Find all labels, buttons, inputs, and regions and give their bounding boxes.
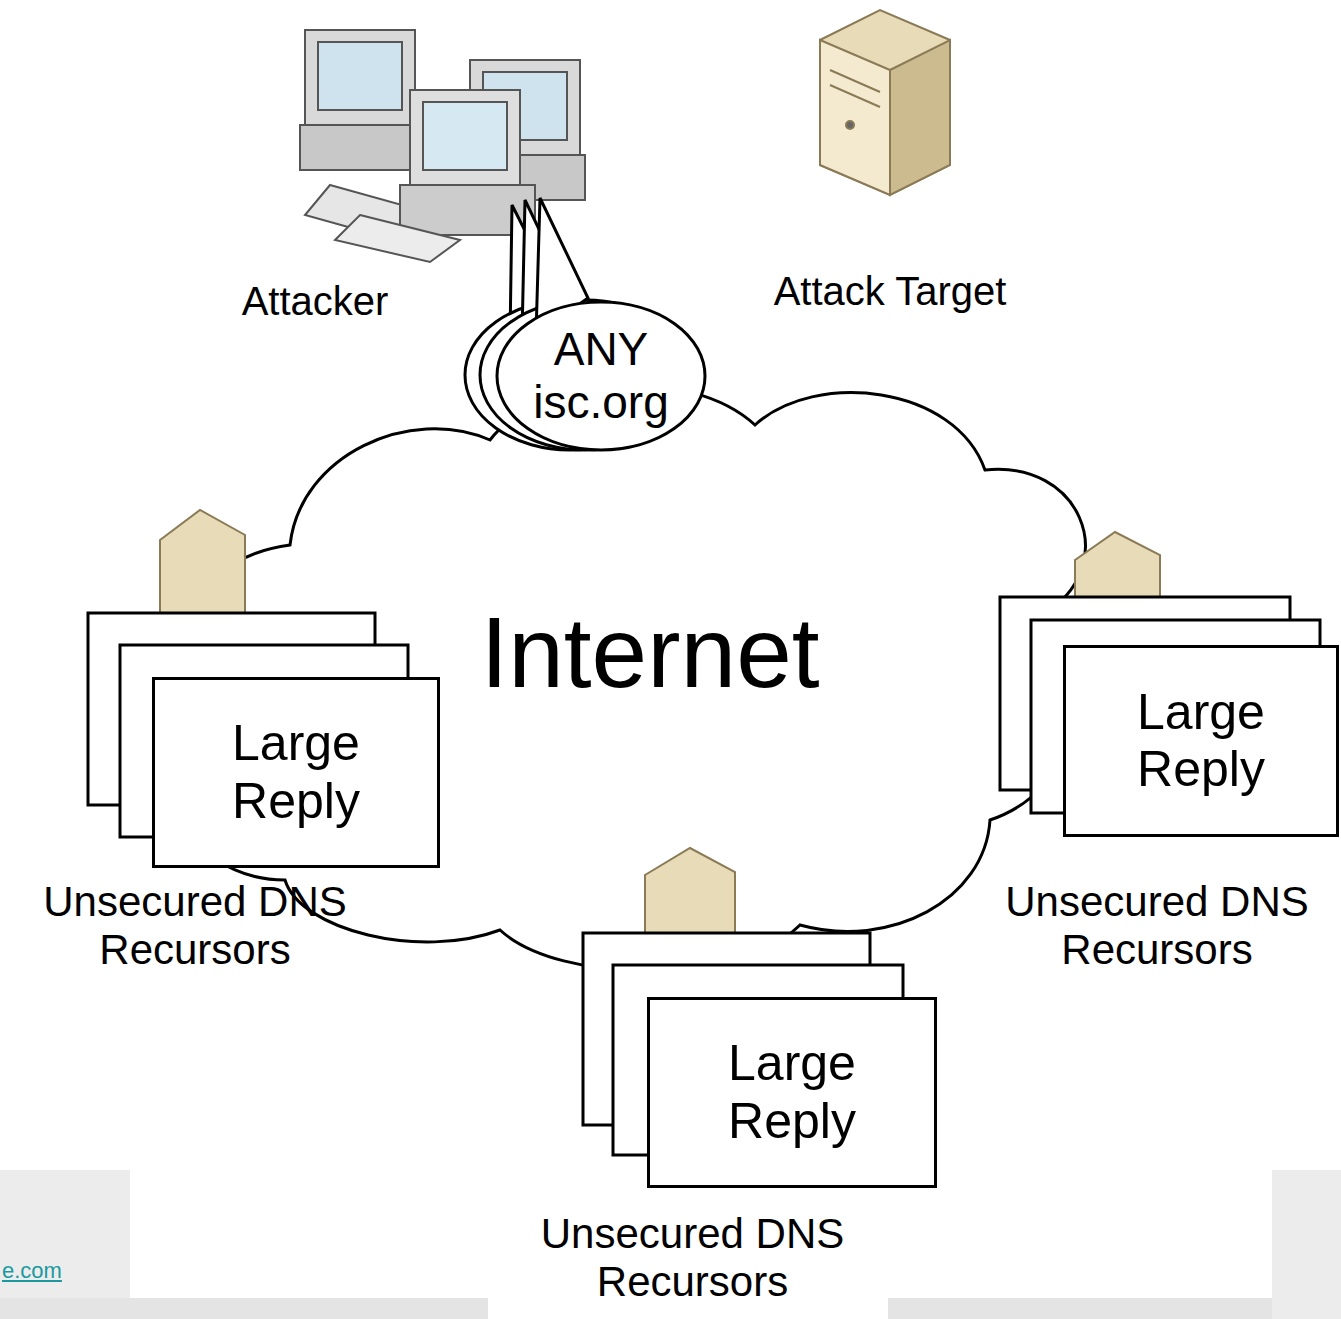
node-caption: Unsecured DNS Recursors [978, 878, 1336, 975]
node-text: Large Reply [167, 715, 425, 830]
node-caption: Attacker [200, 278, 430, 324]
cloud-label: Internet [420, 595, 880, 710]
node-text: ANY isc.org [515, 323, 687, 429]
reply-box: Large Reply [152, 677, 440, 868]
reply-box: Large Reply [1063, 645, 1339, 837]
target-server [820, 10, 950, 195]
node-text: Large Reply [1078, 684, 1324, 799]
background-panel [1272, 1170, 1341, 1319]
reply-box: Large Reply [647, 997, 937, 1188]
node-caption: Unsecured DNS Recursors [505, 1210, 880, 1307]
background-panel [0, 1170, 130, 1319]
background-panel [0, 1298, 488, 1319]
node-caption: Attack Target [740, 268, 1040, 314]
query-bubble: ANY isc.org [495, 300, 707, 452]
node-caption: Unsecured DNS Recursors [10, 878, 380, 975]
node-text: Large Reply [662, 1035, 922, 1150]
footer-link: e.com [2, 1258, 122, 1283]
